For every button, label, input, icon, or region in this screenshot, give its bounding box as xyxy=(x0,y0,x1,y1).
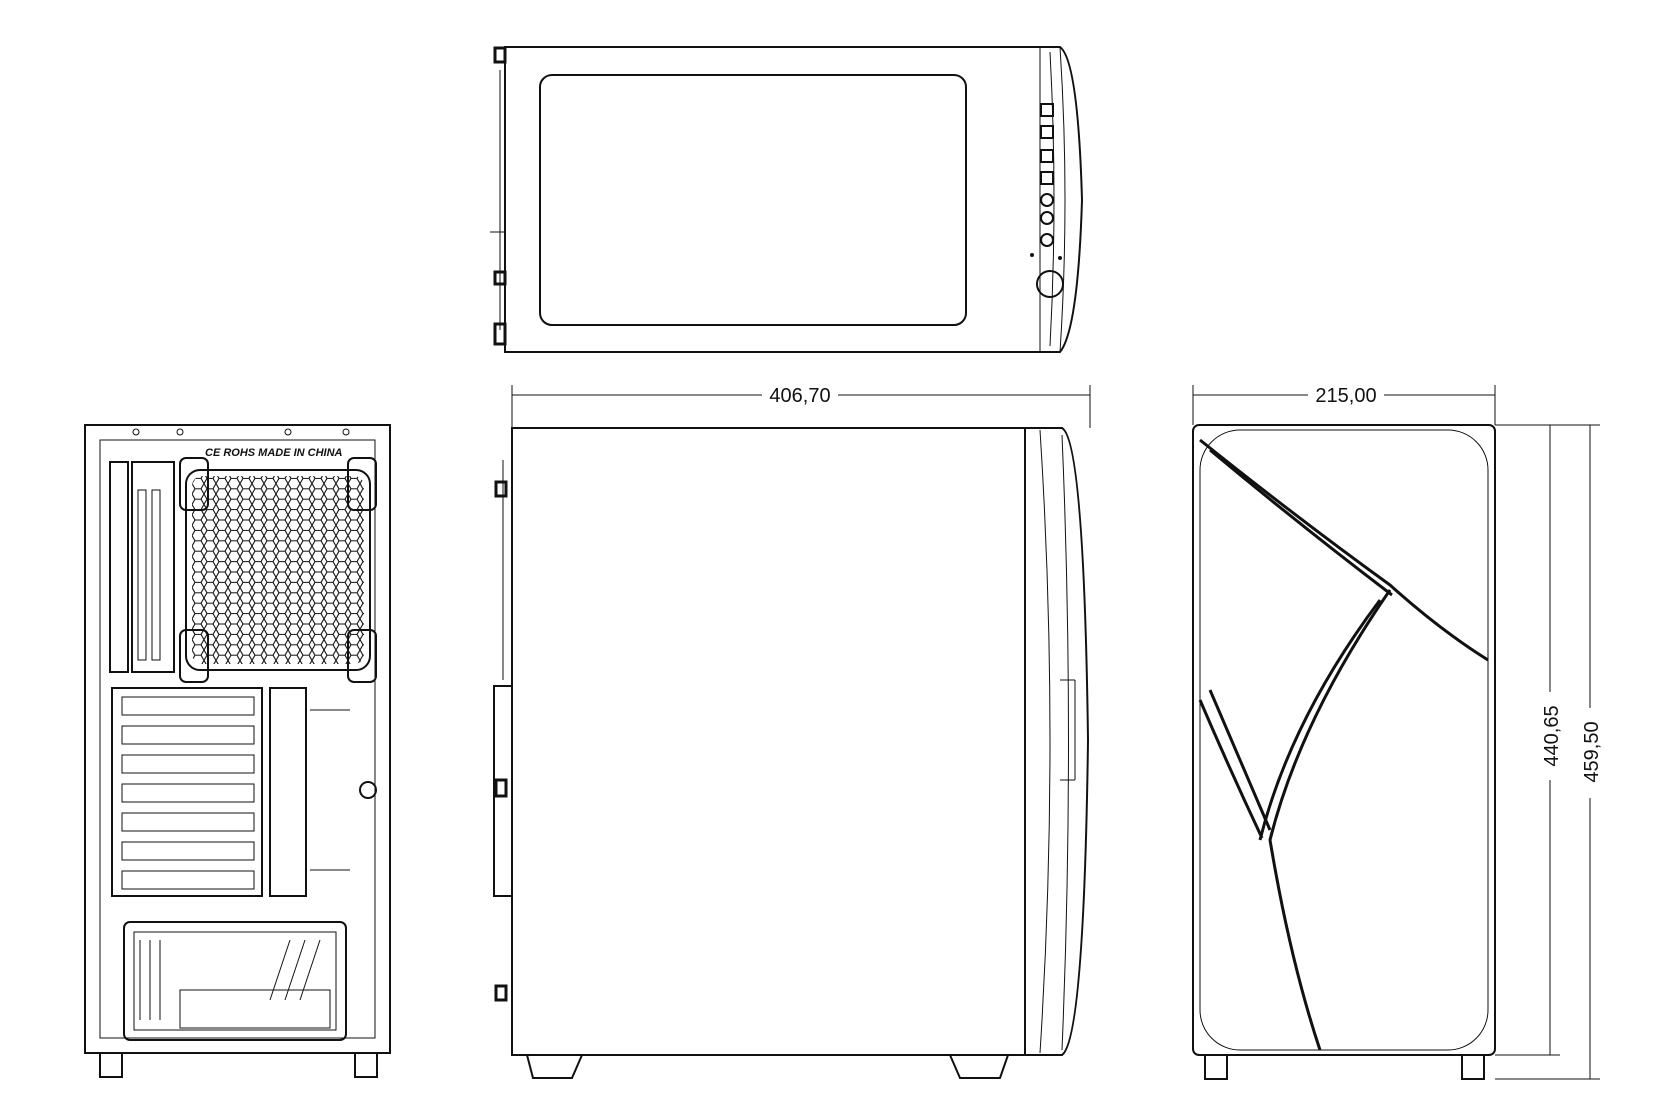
rear-outline xyxy=(84,424,391,1054)
front-view: 215,00 440,65 459,50 xyxy=(1192,381,1605,1080)
side-panel-outline xyxy=(511,427,1026,1056)
usb-port-icon xyxy=(1040,149,1054,163)
top-view-outline xyxy=(504,46,1084,353)
width-dimension-label: 215,00 xyxy=(1315,385,1376,407)
depth-dimension: 406,70 xyxy=(511,381,1091,428)
usb-port-icon xyxy=(1040,171,1054,185)
psu-bay xyxy=(123,921,347,1041)
usb-port-icon xyxy=(1040,125,1054,139)
fan-hex-mesh xyxy=(192,476,364,664)
rear-view: CE ROHS MADE IN CHINA xyxy=(84,424,391,1078)
front-stripe xyxy=(1199,438,1489,662)
height-body-dimension: 440,65 xyxy=(1495,424,1565,1056)
foot xyxy=(1204,1054,1228,1080)
depth-dimension-label: 406,70 xyxy=(769,385,830,407)
rear-fan-grill xyxy=(185,469,371,671)
top-view xyxy=(490,46,1084,353)
height-total-label: 459,50 xyxy=(1581,721,1603,782)
foot xyxy=(354,1052,378,1078)
front-io-panel xyxy=(1030,103,1064,298)
compliance-stamp: CE ROHS MADE IN CHINA xyxy=(205,447,343,459)
foot xyxy=(949,1054,1009,1079)
width-dimension: 215,00 xyxy=(1192,381,1496,425)
foot xyxy=(1461,1054,1485,1080)
power-button-icon xyxy=(1036,270,1064,298)
front-panel-outline xyxy=(1024,427,1090,1056)
foot xyxy=(99,1052,123,1078)
headphone-jack-icon xyxy=(1040,193,1054,207)
mic-jack-icon xyxy=(1040,211,1054,225)
reset-button-icon xyxy=(1040,233,1054,247)
usb-port-icon xyxy=(1040,103,1054,117)
foot xyxy=(526,1054,583,1079)
side-view: 406,70 xyxy=(493,381,1091,1079)
front-outline xyxy=(1192,424,1496,1056)
pci-expansion-slots xyxy=(111,687,377,897)
height-body-label: 440,65 xyxy=(1541,705,1563,766)
height-total-dimension: 459,50 xyxy=(1495,424,1605,1080)
top-panel-window xyxy=(539,74,967,326)
